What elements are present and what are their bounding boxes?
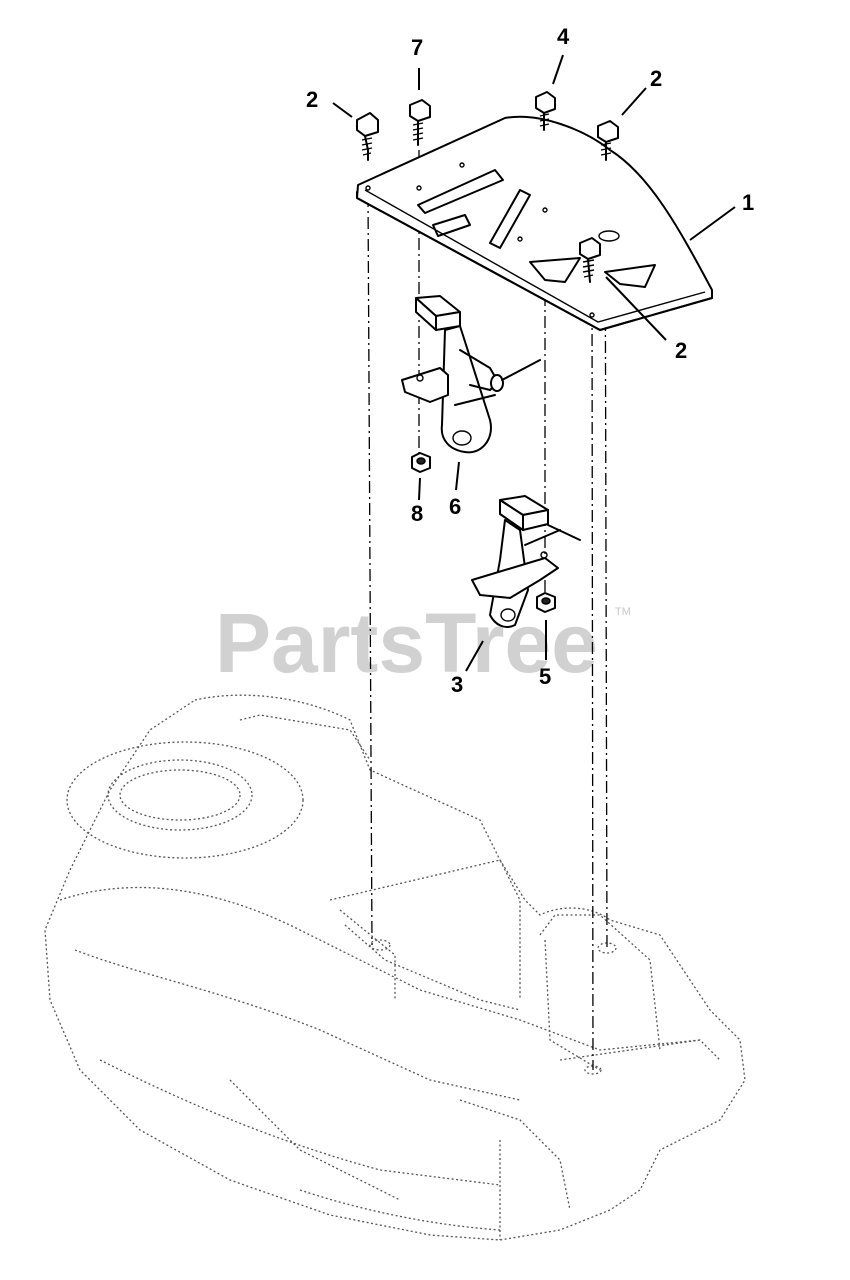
bolt-item-7 [409,99,431,146]
control-lever-6 [401,295,541,454]
watermark-text: PartsTree [215,596,598,690]
bolt-item-4 [535,91,556,131]
nut-item-8 [411,452,431,473]
bolt-left [356,112,379,161]
callout-2-right: 2 [650,66,662,91]
watermark: PartsTree TM [215,596,631,690]
callout-2-left: 2 [306,87,318,112]
callout-6: 6 [449,494,461,519]
callout-4: 4 [557,24,570,49]
callouts: 1 2 2 2 3 4 5 6 7 8 [306,24,754,697]
bolt-right [597,120,619,161]
leader-lines [332,54,736,672]
callout-3: 3 [451,672,463,697]
control-lever-3 [471,495,581,628]
callout-8: 8 [411,501,423,526]
phantom-fender-body [44,694,746,1241]
callout-5: 5 [539,664,551,689]
callout-1: 1 [742,190,754,215]
mounting-plate [356,115,713,331]
callout-7: 7 [411,35,423,60]
bolt-plate-front [579,237,601,283]
callout-2-plate: 2 [675,338,687,363]
watermark-trademark: TM [615,606,631,618]
nut-item-5 [536,592,556,613]
